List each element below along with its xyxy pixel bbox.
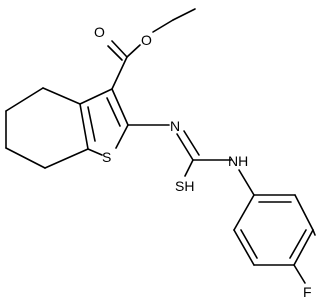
bond-n-c-double-b: [183, 130, 200, 156]
atom-imine-nitrogen: N: [170, 118, 180, 134]
bond-c-sh: [184, 159, 194, 177]
bond-c2-s: [115, 124, 129, 149]
bond-ar4-f: [293, 264, 306, 284]
bond-c3a-c4: [42, 87, 81, 105]
bond-c7-c7a: [44, 148, 89, 169]
bond-ar3-ar4: [293, 229, 314, 266]
bond-carbonylc-c3: [111, 56, 128, 90]
bond-ar-inner-c: [240, 229, 258, 259]
bond-n-c-double-a: [176, 133, 194, 161]
bond-ar-inner-b: [289, 229, 307, 259]
atom-ester-oxygen: O: [141, 32, 152, 48]
bond-o-carbonylc: [126, 44, 141, 58]
atom-fluorine: F: [303, 284, 312, 300]
atom-thiol-sh: SH: [175, 178, 194, 194]
atom-carbonyl-oxygen: O: [94, 24, 105, 40]
bond-c4-c5: [5, 87, 44, 112]
bond-c-o-double-b: [107, 45, 123, 61]
bond-c-o-double-a: [111, 40, 128, 58]
bond-c3-c2-inner: [106, 97, 121, 127]
atom-amine-nh: NH: [228, 153, 248, 169]
bond-ch2-o: [152, 19, 174, 33]
bond-c3-c2: [111, 88, 129, 126]
bonds: [5, 8, 316, 284]
bond-c6-c7: [5, 147, 46, 169]
bond-nh-aryl: [238, 169, 255, 196]
atom-labels: O O S N NH SH F: [94, 24, 312, 300]
atom-ring-sulfur: S: [102, 149, 111, 165]
bond-c3a-c3: [79, 88, 113, 105]
bond-ar2-ar3: [294, 194, 314, 231]
bond-s-c7a: [87, 148, 103, 156]
bond-c7a-c3a-inner: [87, 106, 96, 142]
bond-ar6-ar1: [233, 194, 255, 231]
bond-ar-f: [312, 229, 316, 236]
bond-ch3-ch2: [172, 8, 196, 21]
bond-c7a-c3a: [79, 103, 89, 150]
bond-ar5-ar6: [233, 229, 255, 266]
